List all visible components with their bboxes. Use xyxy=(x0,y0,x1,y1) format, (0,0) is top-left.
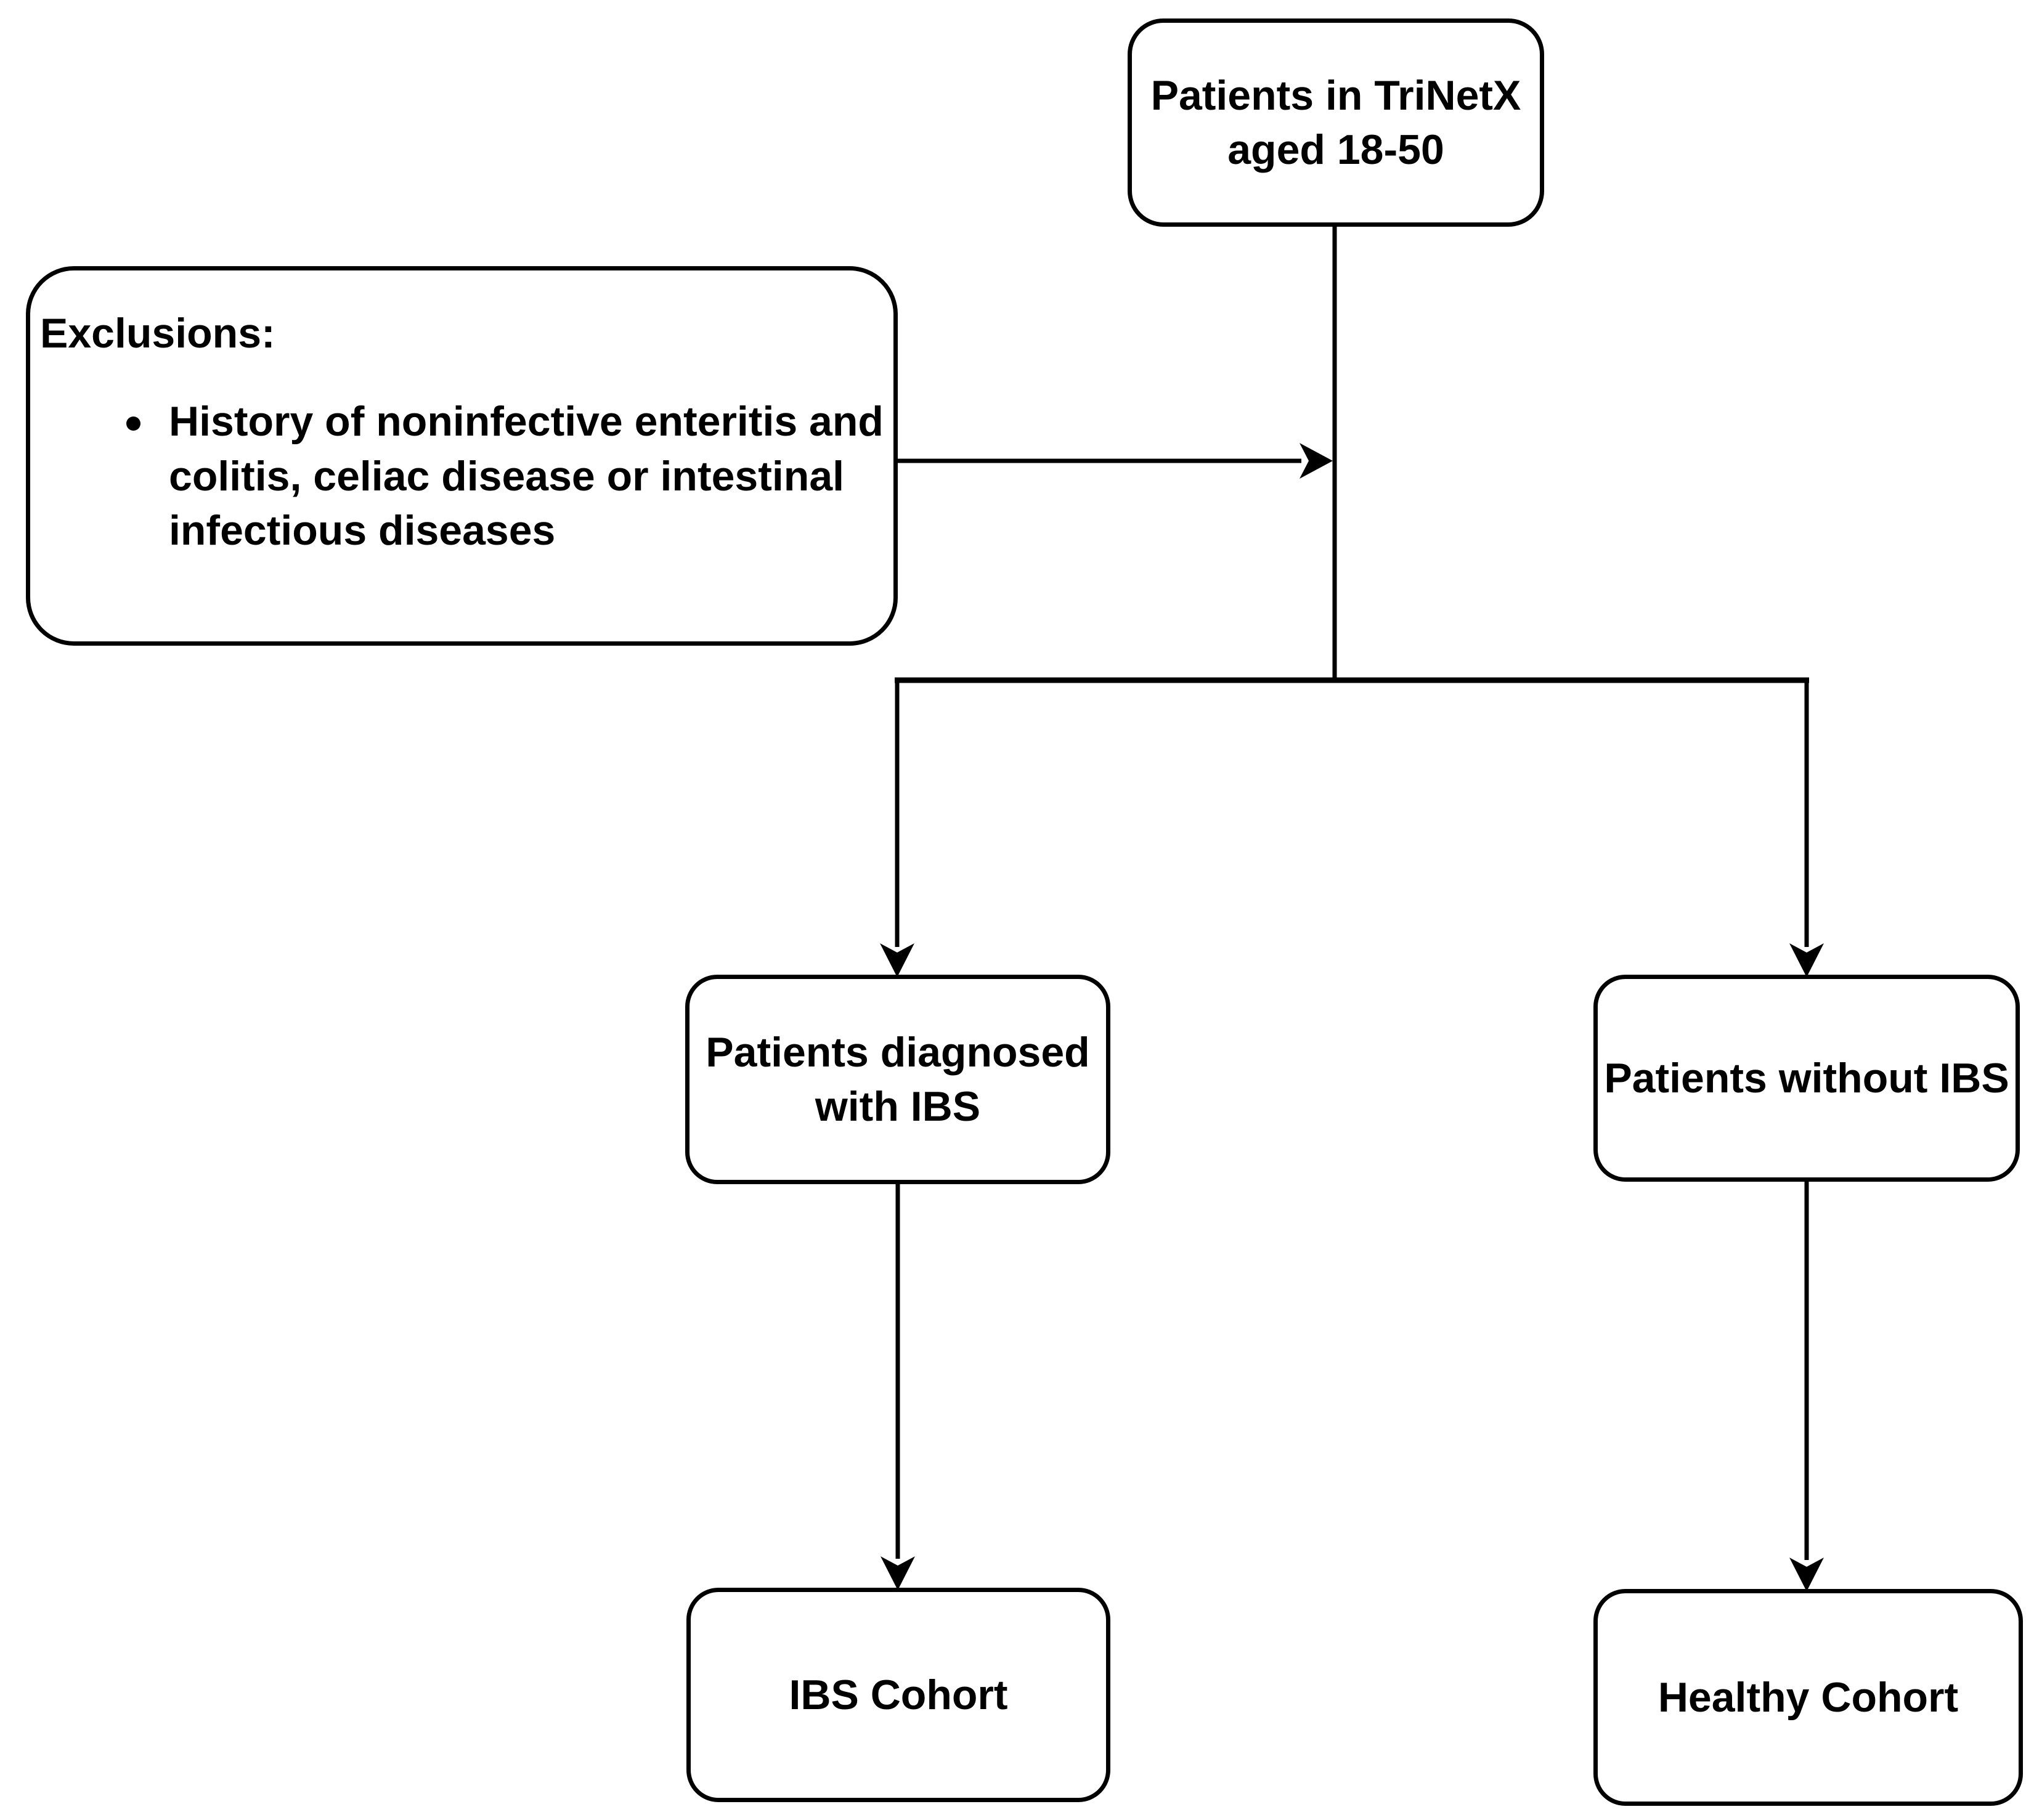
arrowhead-down-icon xyxy=(1789,943,1824,977)
arrowhead-right-icon xyxy=(1300,443,1333,479)
arrowhead-down-icon xyxy=(881,1556,915,1590)
node-label: Patients diagnosed with IBS xyxy=(706,1028,1090,1130)
node-healthy-cohort: Healthy Cohort xyxy=(1593,1589,2023,1806)
arrowhead-down-icon xyxy=(1789,1558,1824,1591)
node-label: IBS Cohort xyxy=(789,1671,1008,1718)
node-label: Healthy Cohort xyxy=(1658,1673,1959,1721)
node-label: Patients in TriNetX aged 18-50 xyxy=(1150,71,1521,173)
node-patients-with-ibs: Patients diagnosed with IBS xyxy=(685,975,1110,1184)
arrowhead-down-icon xyxy=(880,943,914,977)
bullet-icon xyxy=(126,416,140,431)
node-label: Patients without IBS xyxy=(1604,1054,2009,1102)
node-patients-without-ibs: Patients without IBS xyxy=(1593,975,2020,1182)
node-patients-trinetx: Patients in TriNetX aged 18-50 xyxy=(1128,18,1544,227)
exclusions-title: Exclusions: xyxy=(40,310,275,357)
exclusion-list-item: History of noninfective enteritis and co… xyxy=(126,394,887,558)
node-exclusions: Exclusions: History of noninfective ente… xyxy=(26,266,898,646)
node-ibs-cohort: IBS Cohort xyxy=(686,1588,1110,1802)
exclusion-item-text: History of noninfective enteritis and co… xyxy=(169,398,884,555)
